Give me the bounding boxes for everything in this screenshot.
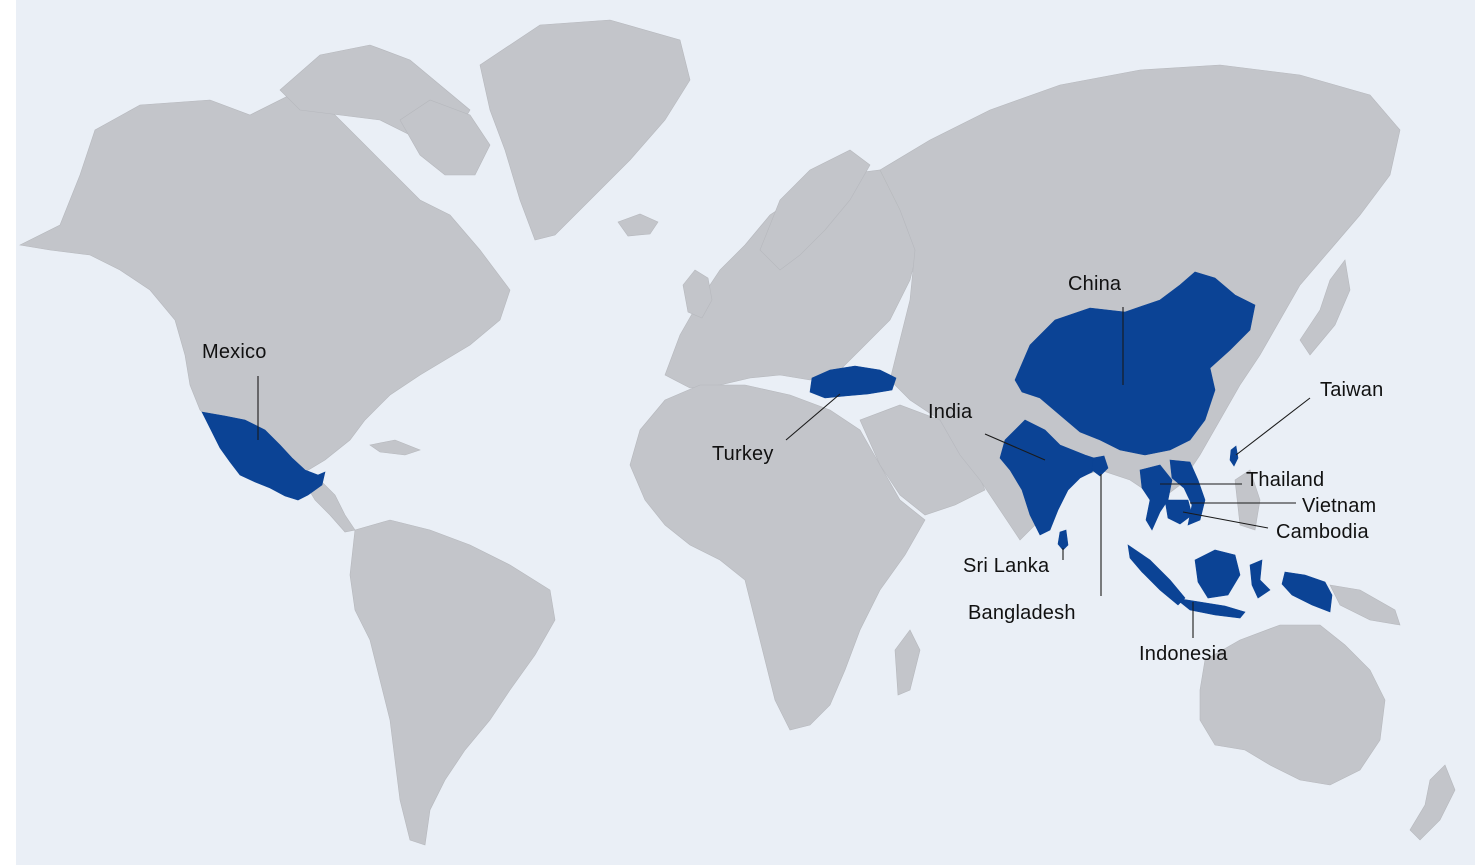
new-guinea-east (1329, 584, 1401, 626)
label-vietnam: Vietnam (1302, 495, 1377, 517)
leader-cambodia (1182, 511, 1269, 529)
label-sri-lanka: Sri Lanka (963, 555, 1050, 577)
label-bangladesh: Bangladesh (968, 602, 1076, 624)
land-masses (19, 19, 1456, 846)
japan (1299, 259, 1351, 356)
cuba (369, 439, 421, 456)
arabia (859, 404, 986, 516)
thailand-shape[interactable] (1139, 464, 1173, 531)
indonesia-java[interactable] (1173, 597, 1246, 619)
cambodia-shape[interactable] (1164, 499, 1193, 525)
label-turkey: Turkey (712, 443, 774, 465)
label-india: India (928, 401, 973, 423)
india-shape[interactable] (999, 419, 1101, 536)
sri-lanka-shape[interactable] (1057, 529, 1069, 551)
new-zealand (1409, 764, 1456, 841)
indonesia-sumatra[interactable] (1127, 544, 1186, 606)
leader-turkey (785, 393, 841, 441)
uk (682, 269, 713, 319)
highlighted-countries (201, 271, 1333, 619)
scandinavia (759, 149, 871, 271)
label-mexico: Mexico (202, 341, 267, 363)
leader-lines (257, 307, 1311, 638)
madagascar (894, 629, 921, 696)
vietnam-shape[interactable] (1169, 459, 1206, 526)
indonesia-sulawesi[interactable] (1249, 559, 1271, 599)
label-thailand: Thailand (1246, 469, 1325, 491)
china-shape[interactable] (1014, 271, 1256, 456)
label-taiwan: Taiwan (1320, 379, 1384, 401)
iceland (617, 213, 659, 237)
indonesia-papua[interactable] (1281, 571, 1333, 613)
bangladesh-shape[interactable] (1091, 455, 1109, 477)
taiwan-shape[interactable] (1229, 445, 1239, 467)
label-china: China (1068, 273, 1122, 295)
label-indonesia: Indonesia (1139, 643, 1228, 665)
baffin-island (399, 99, 491, 176)
north-america (19, 94, 511, 476)
australia (1199, 624, 1386, 786)
mexico-shape[interactable] (201, 411, 326, 501)
turkey-shape[interactable] (809, 365, 897, 399)
south-america (349, 519, 556, 846)
philippines (1234, 469, 1261, 531)
greenland (479, 19, 691, 241)
label-cambodia: Cambodia (1276, 521, 1369, 543)
africa (629, 384, 926, 731)
indonesia-borneo[interactable] (1194, 549, 1241, 599)
leader-india (984, 433, 1046, 461)
leader-taiwan (1235, 397, 1311, 456)
